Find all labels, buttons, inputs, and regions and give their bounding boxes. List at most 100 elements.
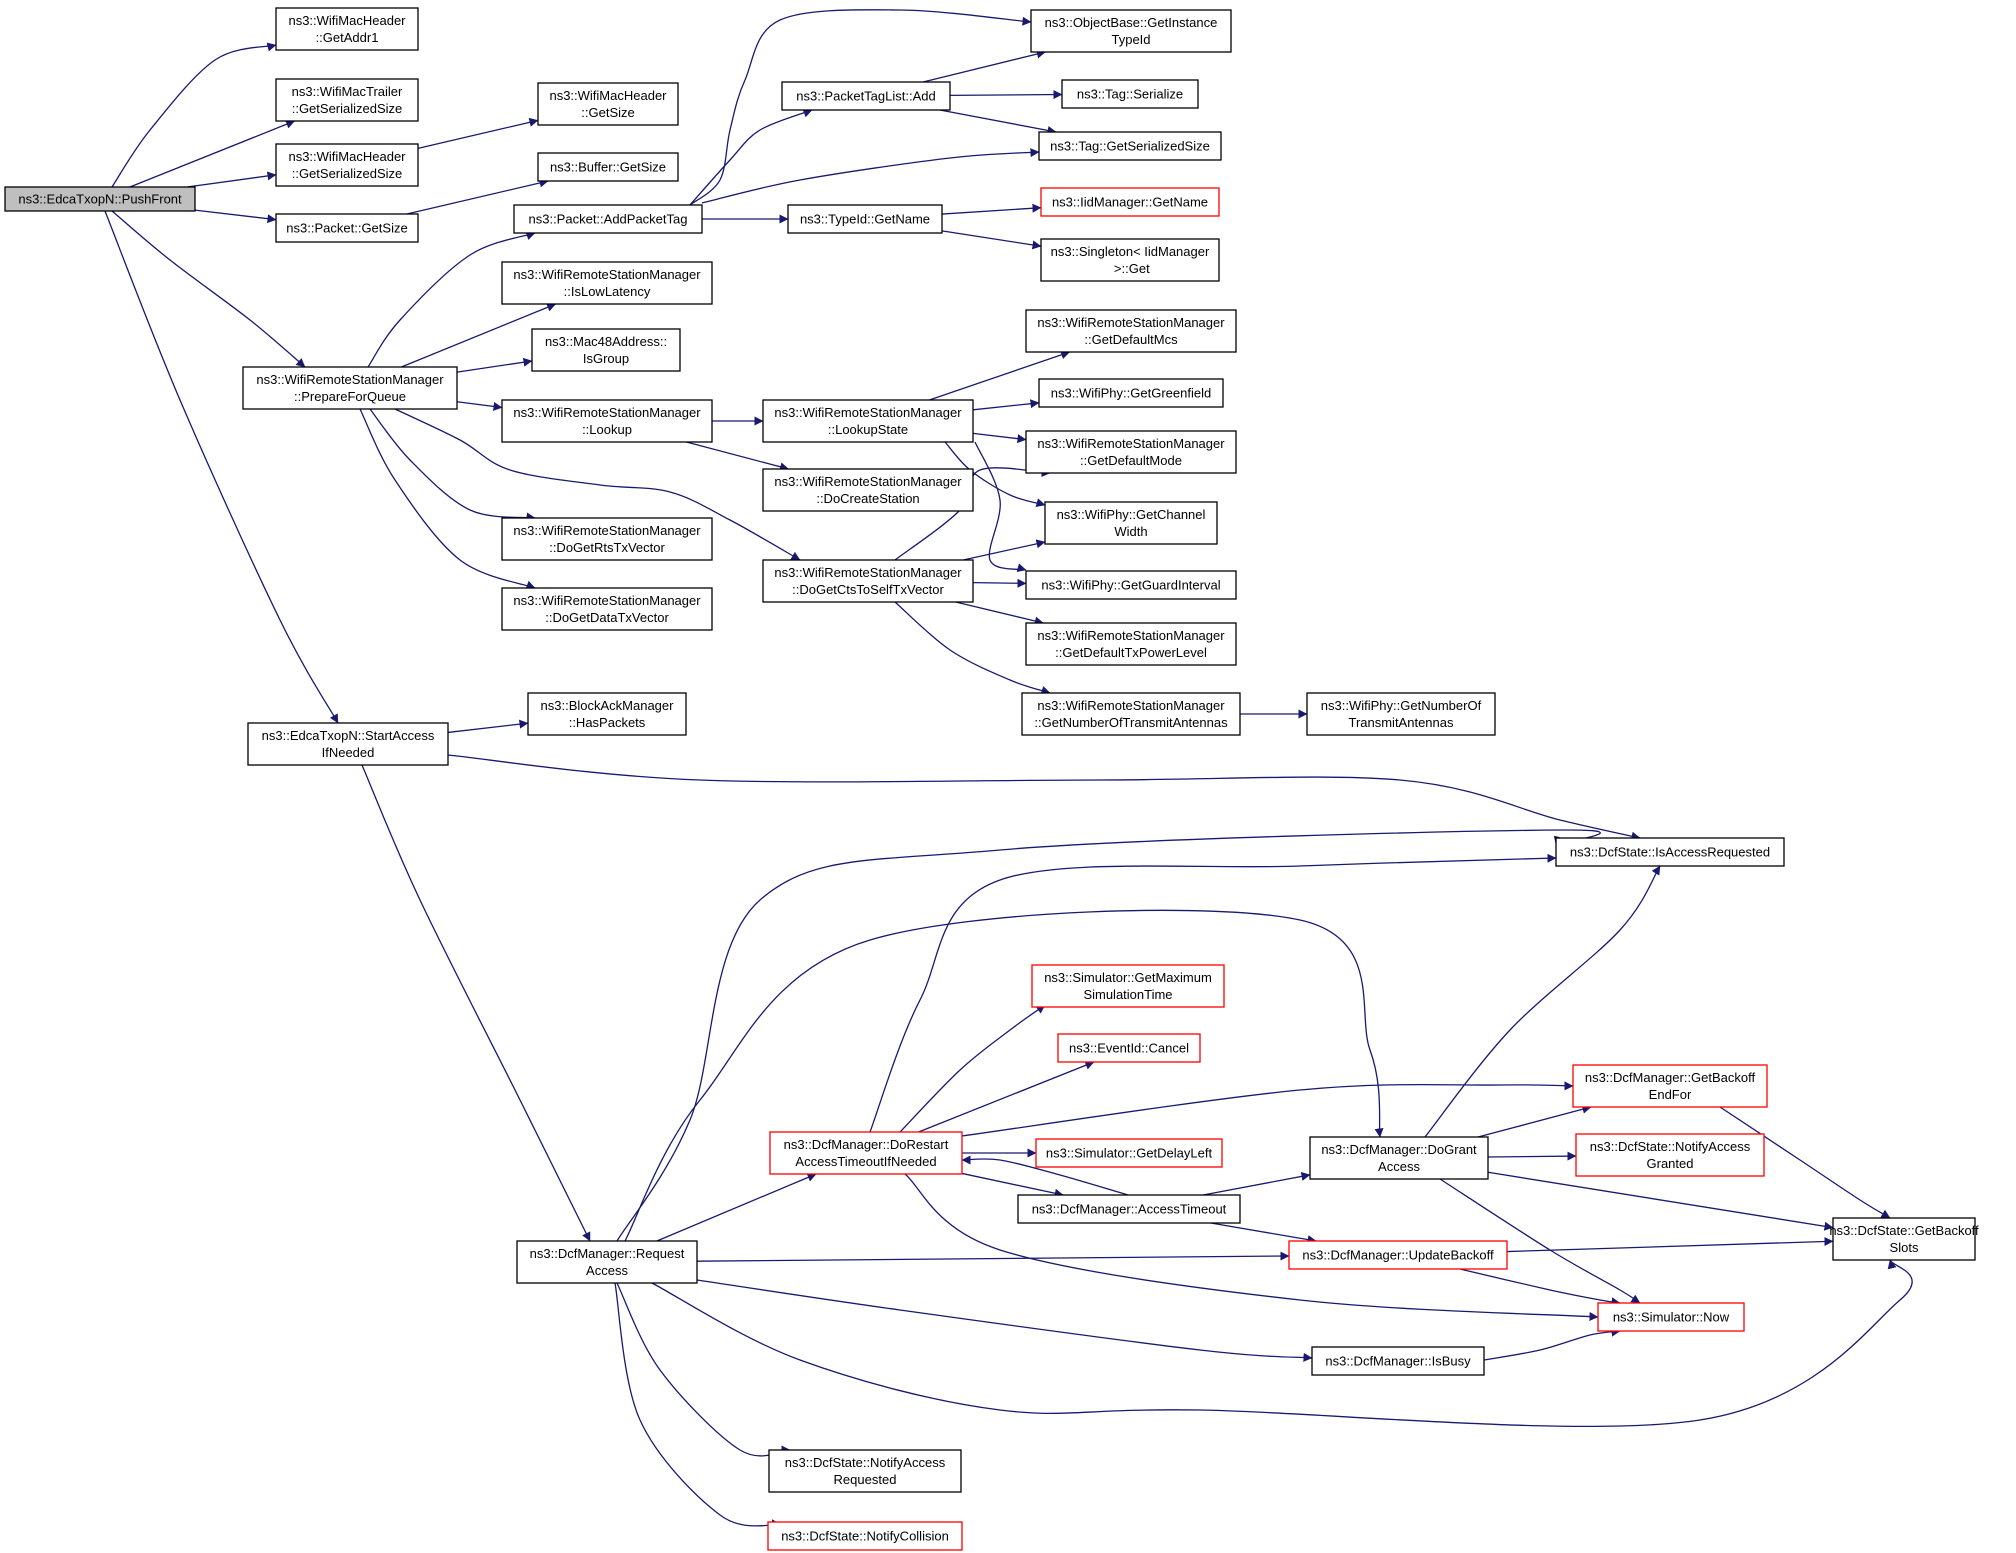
edge-line (972, 578, 1027, 588)
node-simnow[interactable]: ns3::Simulator::Now (1597, 1302, 1745, 1332)
node-label: Slots (1890, 1240, 1919, 1255)
edge-typeid_getname-to-iidmanager (941, 203, 1042, 215)
node-label: Access (1378, 1159, 1420, 1174)
node-box (537, 152, 679, 182)
node-header_gss[interactable]: ns3::WifiMacHeader::GetSerializedSize (275, 143, 419, 187)
node-ptl_add[interactable]: ns3::PacketTagList::Add (781, 81, 951, 111)
node-box (1057, 1033, 1201, 1063)
node-label: ::GetDefaultMcs (1084, 332, 1178, 347)
edge-getbackoffendfor-to-getbackoffslots (1719, 1106, 1891, 1219)
node-box (1025, 309, 1237, 353)
node-box (1031, 964, 1225, 1008)
edge-dogetcts-to-getnumtxant_mgr (894, 601, 1051, 695)
edge-requestaccess-to-getbackoffslots (651, 1259, 1913, 1428)
node-typeid_getname[interactable]: ns3::TypeId::GetName (787, 204, 943, 234)
edge-line (922, 49, 1046, 83)
node-docreatestation[interactable]: ns3::WifiRemoteStationManager::DoCreateS… (762, 468, 974, 512)
node-box (527, 692, 687, 736)
node-notifycollision[interactable]: ns3::DcfState::NotifyCollision (767, 1521, 963, 1551)
node-islowlatency[interactable]: ns3::WifiRemoteStationManager::IsLowLate… (501, 261, 713, 305)
node-isaccessrequested[interactable]: ns3::DcfState::IsAccessRequested (1555, 837, 1785, 867)
node-label: ::GetAddr1 (316, 30, 379, 45)
node-getgreenfield[interactable]: ns3::WifiPhy::GetGreenfield (1038, 378, 1224, 408)
edge-line (899, 1004, 1046, 1133)
node-dogetrts[interactable]: ns3::WifiRemoteStationManager::DoGetRtsT… (501, 517, 713, 561)
edge-isbusy-to-simnow (1483, 1327, 1621, 1361)
edge-requestaccess-to-notifyaccessrequested (616, 1282, 791, 1457)
node-dorestart[interactable]: ns3::DcfManager::DoRestartAccessTimeoutI… (769, 1131, 963, 1175)
node-label: ::DoGetRtsTxVector (549, 540, 665, 555)
node-label: ns3::EdcaTxopN::PushFront (18, 192, 182, 207)
node-box (769, 1131, 963, 1175)
node-eventid_cancel[interactable]: ns3::EventId::Cancel (1057, 1033, 1201, 1063)
node-box (537, 82, 679, 126)
node-addpackettag[interactable]: ns3::Packet::AddPacketTag (513, 204, 703, 234)
edge-dorestart-to-simnow (904, 1173, 1599, 1322)
edge-line (961, 1155, 1129, 1196)
edge-line (456, 401, 503, 411)
node-pushfront[interactable]: ns3::EdcaTxopN::PushFront (4, 186, 196, 212)
node-tag_serialize[interactable]: ns3::Tag::Serialize (1061, 79, 1199, 109)
node-getdelayleft[interactable]: ns3::Simulator::GetDelayLeft (1035, 1138, 1223, 1168)
node-label: IfNeeded (322, 745, 375, 760)
edge-prepare-to-addpackettag (367, 231, 536, 368)
node-lookup[interactable]: ns3::WifiRemoteStationManager::Lookup (501, 399, 713, 443)
edge-line (701, 148, 1040, 204)
node-packet_getsize[interactable]: ns3::Packet::GetSize (275, 213, 419, 243)
node-label: ns3::Tag::GetSerializedSize (1050, 139, 1210, 154)
node-label: ns3::DcfState::NotifyAccess (785, 1455, 946, 1470)
node-box (1311, 1346, 1485, 1376)
node-getaddr1[interactable]: ns3::WifiMacHeader::GetAddr1 (275, 7, 419, 51)
edge-addpackettag-to-ptl_add (689, 108, 813, 206)
node-updatebackoff[interactable]: ns3::DcfManager::UpdateBackoff (1288, 1240, 1508, 1270)
node-label: TypeId (1111, 32, 1150, 47)
node-label: ns3::WifiPhy::GetGreenfield (1051, 386, 1211, 401)
node-getnumtxant_mgr[interactable]: ns3::WifiRemoteStationManager::GetNumber… (1021, 692, 1241, 736)
node-trailer_gss[interactable]: ns3::WifiMacTrailer::GetSerializedSize (275, 78, 419, 122)
node-getdefaultmode[interactable]: ns3::WifiRemoteStationManager::GetDefaul… (1025, 430, 1237, 474)
edge-line (129, 120, 296, 188)
node-label: >::Get (1110, 261, 1150, 276)
edge-line (689, 9, 1032, 206)
edge-line (401, 303, 557, 368)
edge-line (696, 1279, 1313, 1362)
node-tag_gss[interactable]: ns3::Tag::GetSerializedSize (1038, 131, 1222, 161)
node-box (531, 328, 681, 372)
node-haspackets[interactable]: ns3::BlockAckManager::HasPackets (527, 692, 687, 736)
node-singleton[interactable]: ns3::Singleton< IidManager >::Get (1040, 238, 1220, 282)
edge-line (1439, 1178, 1641, 1304)
node-lookupstate[interactable]: ns3::WifiRemoteStationManager::LookupSta… (762, 399, 974, 443)
node-label: ::GetSerializedSize (292, 101, 403, 116)
node-iidmanager[interactable]: ns3::IidManager::GetName (1040, 187, 1220, 217)
node-label: ns3::Simulator::GetDelayLeft (1046, 1146, 1213, 1161)
node-isbusy[interactable]: ns3::DcfManager::IsBusy (1311, 1346, 1485, 1376)
node-prepare[interactable]: ns3::WifiRemoteStationManager::PrepareFo… (242, 366, 458, 410)
node-label: ns3::DcfState::GetBackoff (1829, 1223, 1979, 1238)
edge-line (104, 210, 339, 724)
node-header_getsize[interactable]: ns3::WifiMacHeader::GetSize (537, 82, 679, 126)
node-accesstimeout[interactable]: ns3::DcfManager::AccessTimeout (1017, 1194, 1241, 1224)
node-getguardinterval[interactable]: ns3::WifiPhy::GetGuardInterval (1025, 570, 1237, 600)
node-label: ns3::WifiRemoteStationManager (1037, 698, 1225, 713)
edge-line (369, 408, 536, 522)
node-box (516, 1240, 698, 1284)
node-dogetcts[interactable]: ns3::WifiRemoteStationManager::DoGetCtsT… (762, 559, 974, 603)
node-getdefaultmcs[interactable]: ns3::WifiRemoteStationManager::GetDefaul… (1025, 309, 1237, 353)
node-getdefaulttxpower[interactable]: ns3::WifiRemoteStationManager::GetDefaul… (1025, 622, 1237, 666)
node-getnumtxant_phy[interactable]: ns3::WifiPhy::GetNumberOfTransmitAntenna… (1306, 692, 1496, 736)
node-buffer_getsize[interactable]: ns3::Buffer::GetSize (537, 152, 679, 182)
node-dogetdata[interactable]: ns3::WifiRemoteStationManager::DoGetData… (501, 587, 713, 631)
edge-prepare-to-dogetdata (359, 408, 536, 590)
node-isgroup[interactable]: ns3::Mac48Address::IsGroup (531, 328, 681, 372)
